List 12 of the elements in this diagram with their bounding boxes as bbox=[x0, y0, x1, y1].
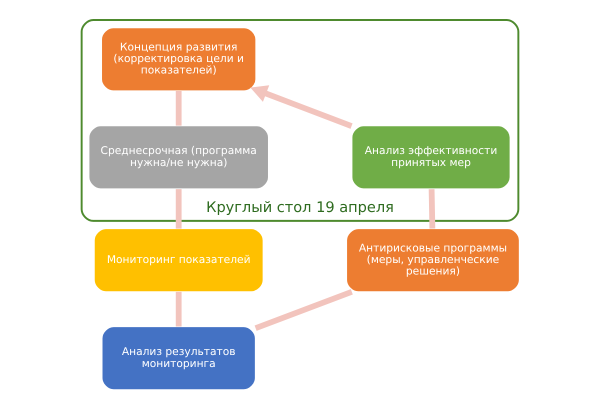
connector bbox=[254, 289, 353, 331]
node-box: Анализ результатов мониторинга bbox=[102, 326, 256, 390]
connector bbox=[428, 189, 436, 229]
connector bbox=[176, 189, 182, 229]
connector bbox=[176, 292, 182, 327]
connector bbox=[176, 90, 182, 126]
node-box: Антирисковые программы (меры, управленческие решения) bbox=[346, 228, 520, 292]
node-box: Среднесрочная (программа нужна/не нужна) bbox=[88, 125, 269, 190]
node-box: Мониторинг показателей bbox=[94, 228, 264, 292]
node-box: Анализ эффективности принятых мер bbox=[351, 125, 511, 190]
node-box: Концепция развития (корректировка цели и показателей) bbox=[101, 27, 256, 92]
arrow bbox=[250, 85, 353, 129]
